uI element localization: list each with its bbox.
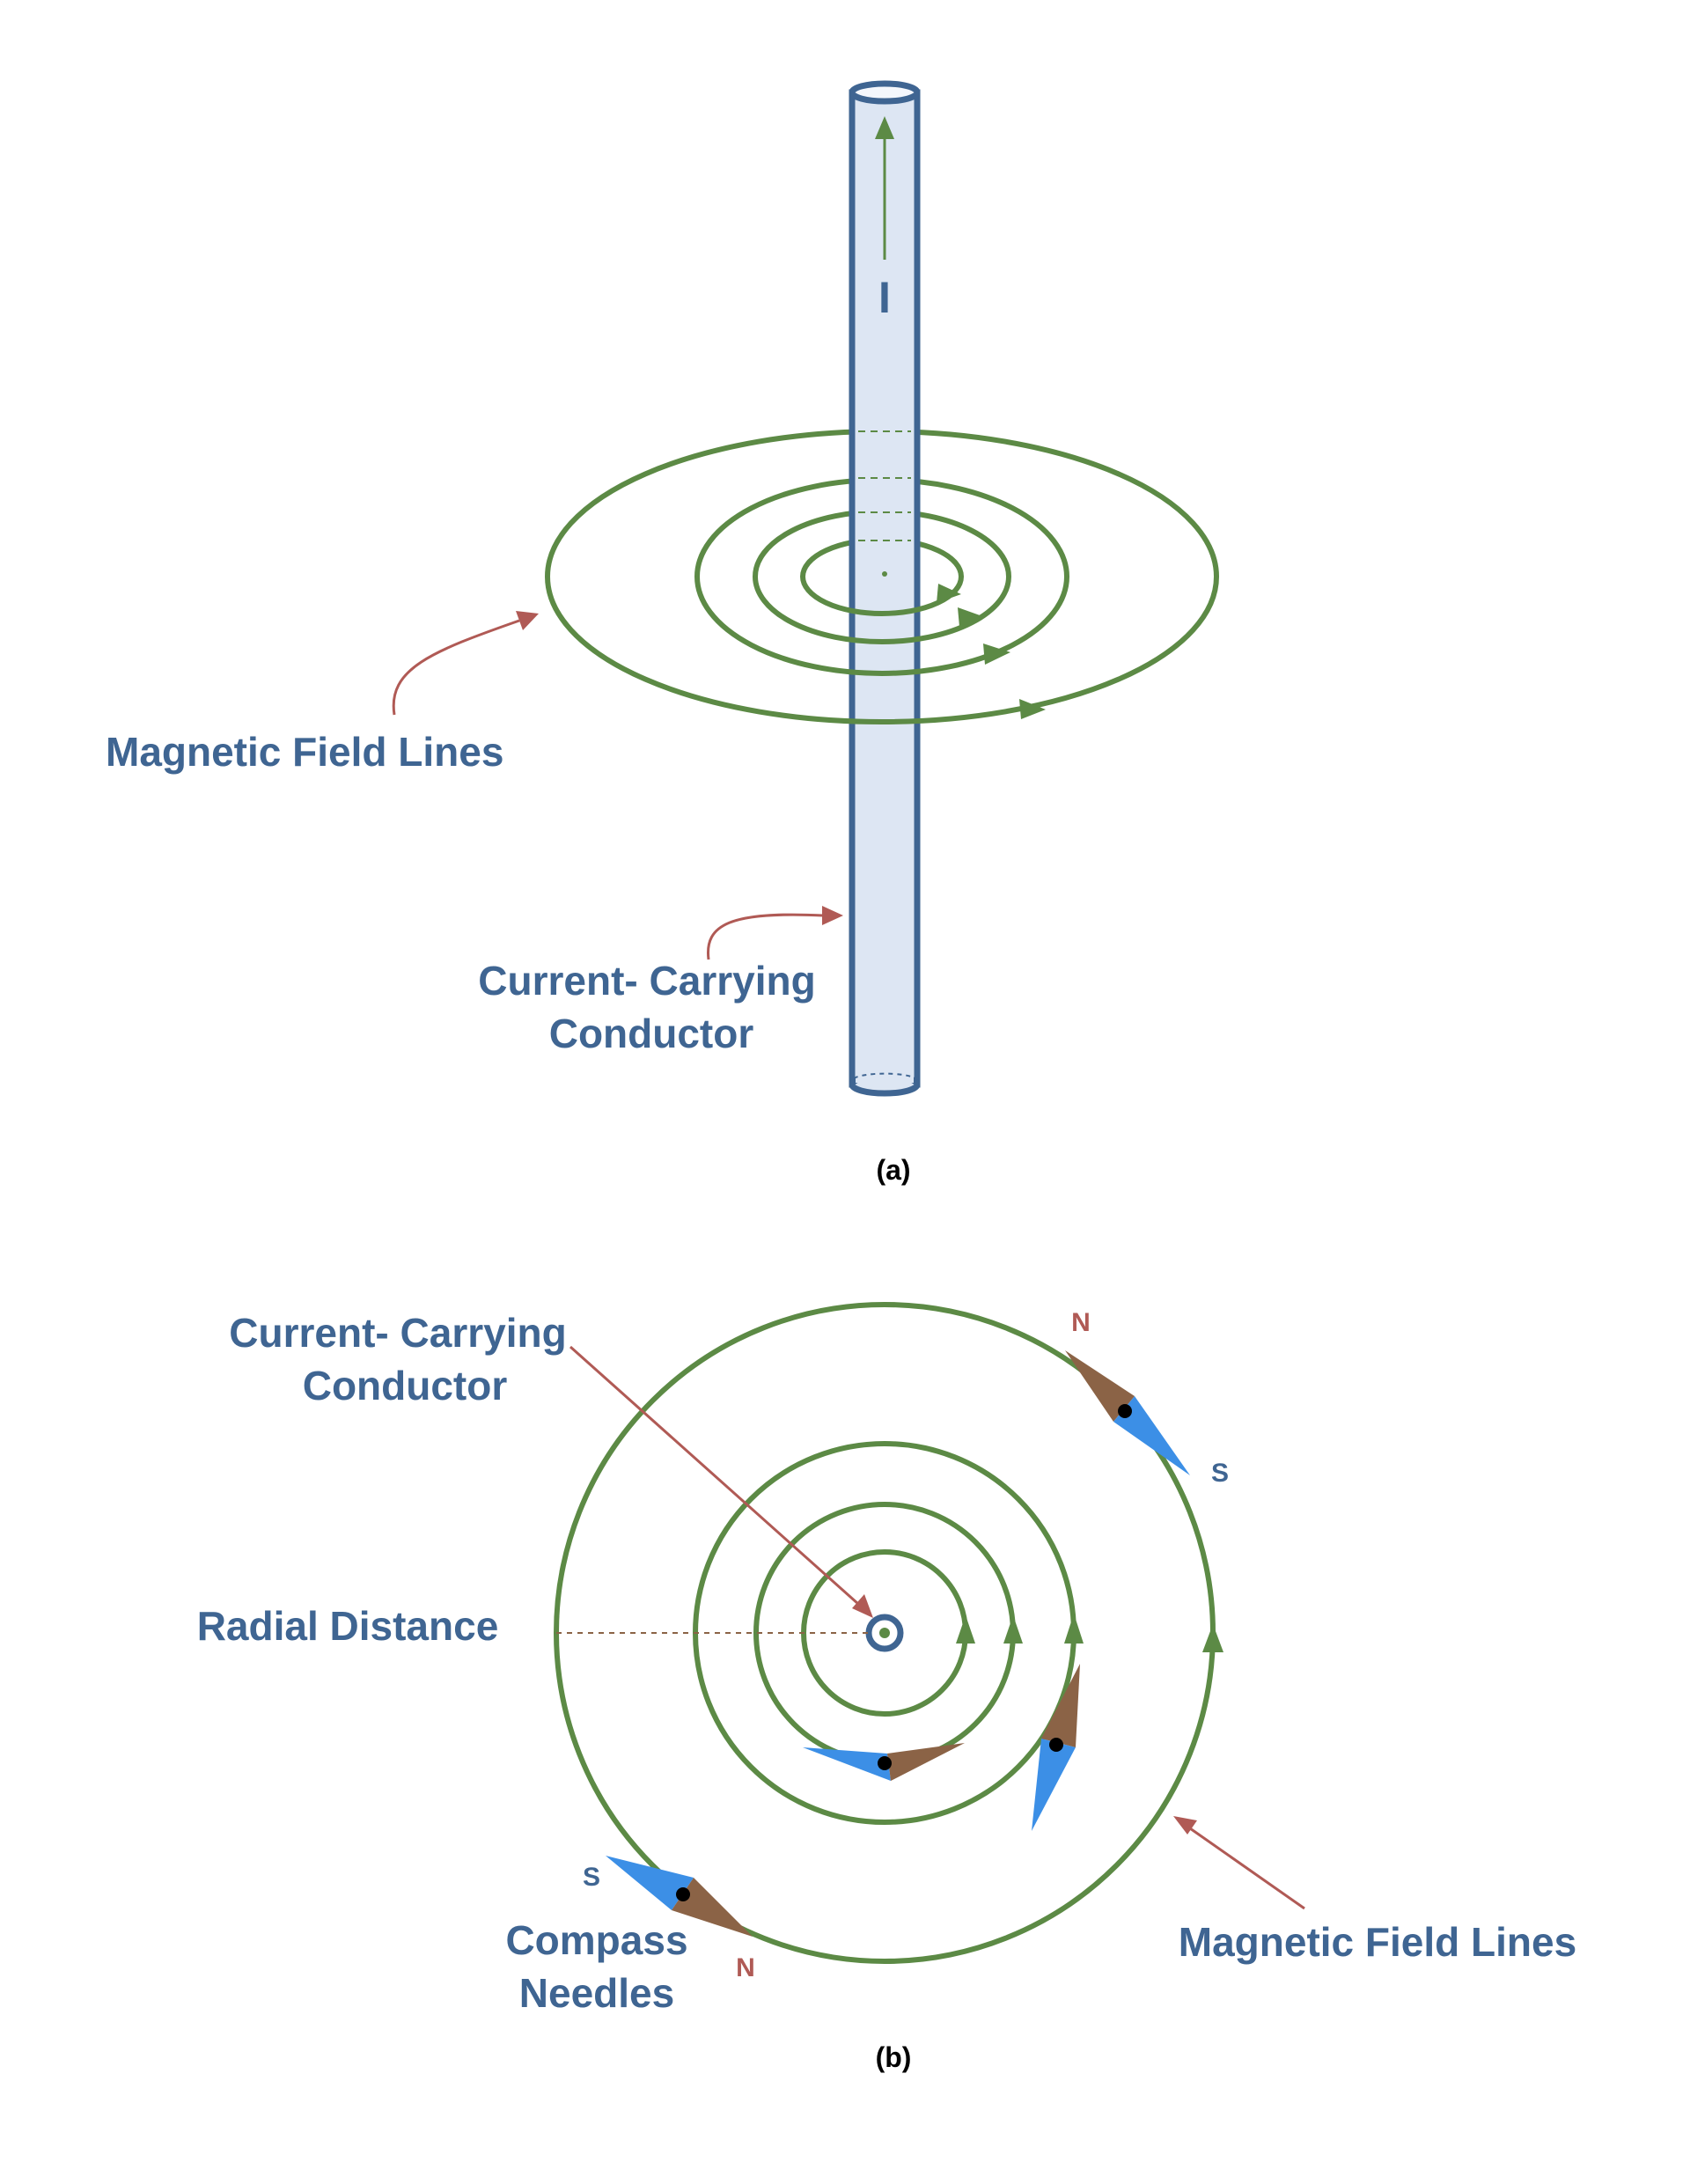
compass-needle-bottom-center <box>803 1743 965 1781</box>
compass-label-line1: Compass <box>505 1917 687 1963</box>
conductor-label-a-line1: Current- Carrying <box>478 958 815 1004</box>
conductor-label-b-line1: Current- Carrying <box>229 1310 566 1356</box>
compass-needle-left-bottom <box>606 1856 753 1937</box>
radial-distance-label: Radial Distance <box>197 1603 499 1649</box>
field-arrow-inner <box>937 584 961 603</box>
field-arrow-outer <box>1019 699 1046 719</box>
pole-south-top-right: S <box>1211 1459 1229 1488</box>
current-symbol: I <box>878 273 891 322</box>
field-lines-label-b: Magnetic Field Lines <box>1179 1919 1576 1965</box>
field-arrow-b-outer <box>1202 1624 1223 1652</box>
field-arrow-b-inner <box>956 1615 975 1644</box>
field-arrow-third <box>958 607 982 627</box>
conductor-label-b-line2: Conductor <box>303 1363 508 1408</box>
field-arrow-second <box>983 643 1010 665</box>
pole-north-left-bottom: N <box>736 1953 755 1982</box>
current-arrow <box>875 116 894 260</box>
pole-south-left-bottom: S <box>583 1863 600 1892</box>
compass-label-line2: Needles <box>519 1970 674 2016</box>
compass-needle-right-center <box>1032 1664 1080 1831</box>
field-lines-pointer-a <box>392 611 539 716</box>
field-lines-pointer-b <box>1173 1816 1305 1910</box>
field-lines-front <box>545 576 1219 724</box>
conductor-pointer-b <box>569 1345 873 1618</box>
pole-north-top-right: N <box>1071 1308 1091 1337</box>
figure-b: Radial Distance Current- Carrying Conduc… <box>197 1302 1576 2073</box>
conductor-top-cap <box>849 80 921 105</box>
field-arrow-b-third <box>1003 1615 1023 1644</box>
caption-a: (a) <box>876 1154 910 1186</box>
conductor-pointer-a <box>706 906 843 960</box>
compass-needle-top-right <box>1065 1350 1190 1475</box>
figure-a: I Magnetic Field Lines Current- Carrying… <box>106 80 1219 1186</box>
conductor-cross-section <box>865 1614 904 1652</box>
conductor-label-a-line2: Conductor <box>549 1011 754 1056</box>
field-arrow-b-second <box>1064 1614 1084 1644</box>
caption-b: (b) <box>876 2041 912 2073</box>
field-lines-label-a: Magnetic Field Lines <box>106 729 503 775</box>
